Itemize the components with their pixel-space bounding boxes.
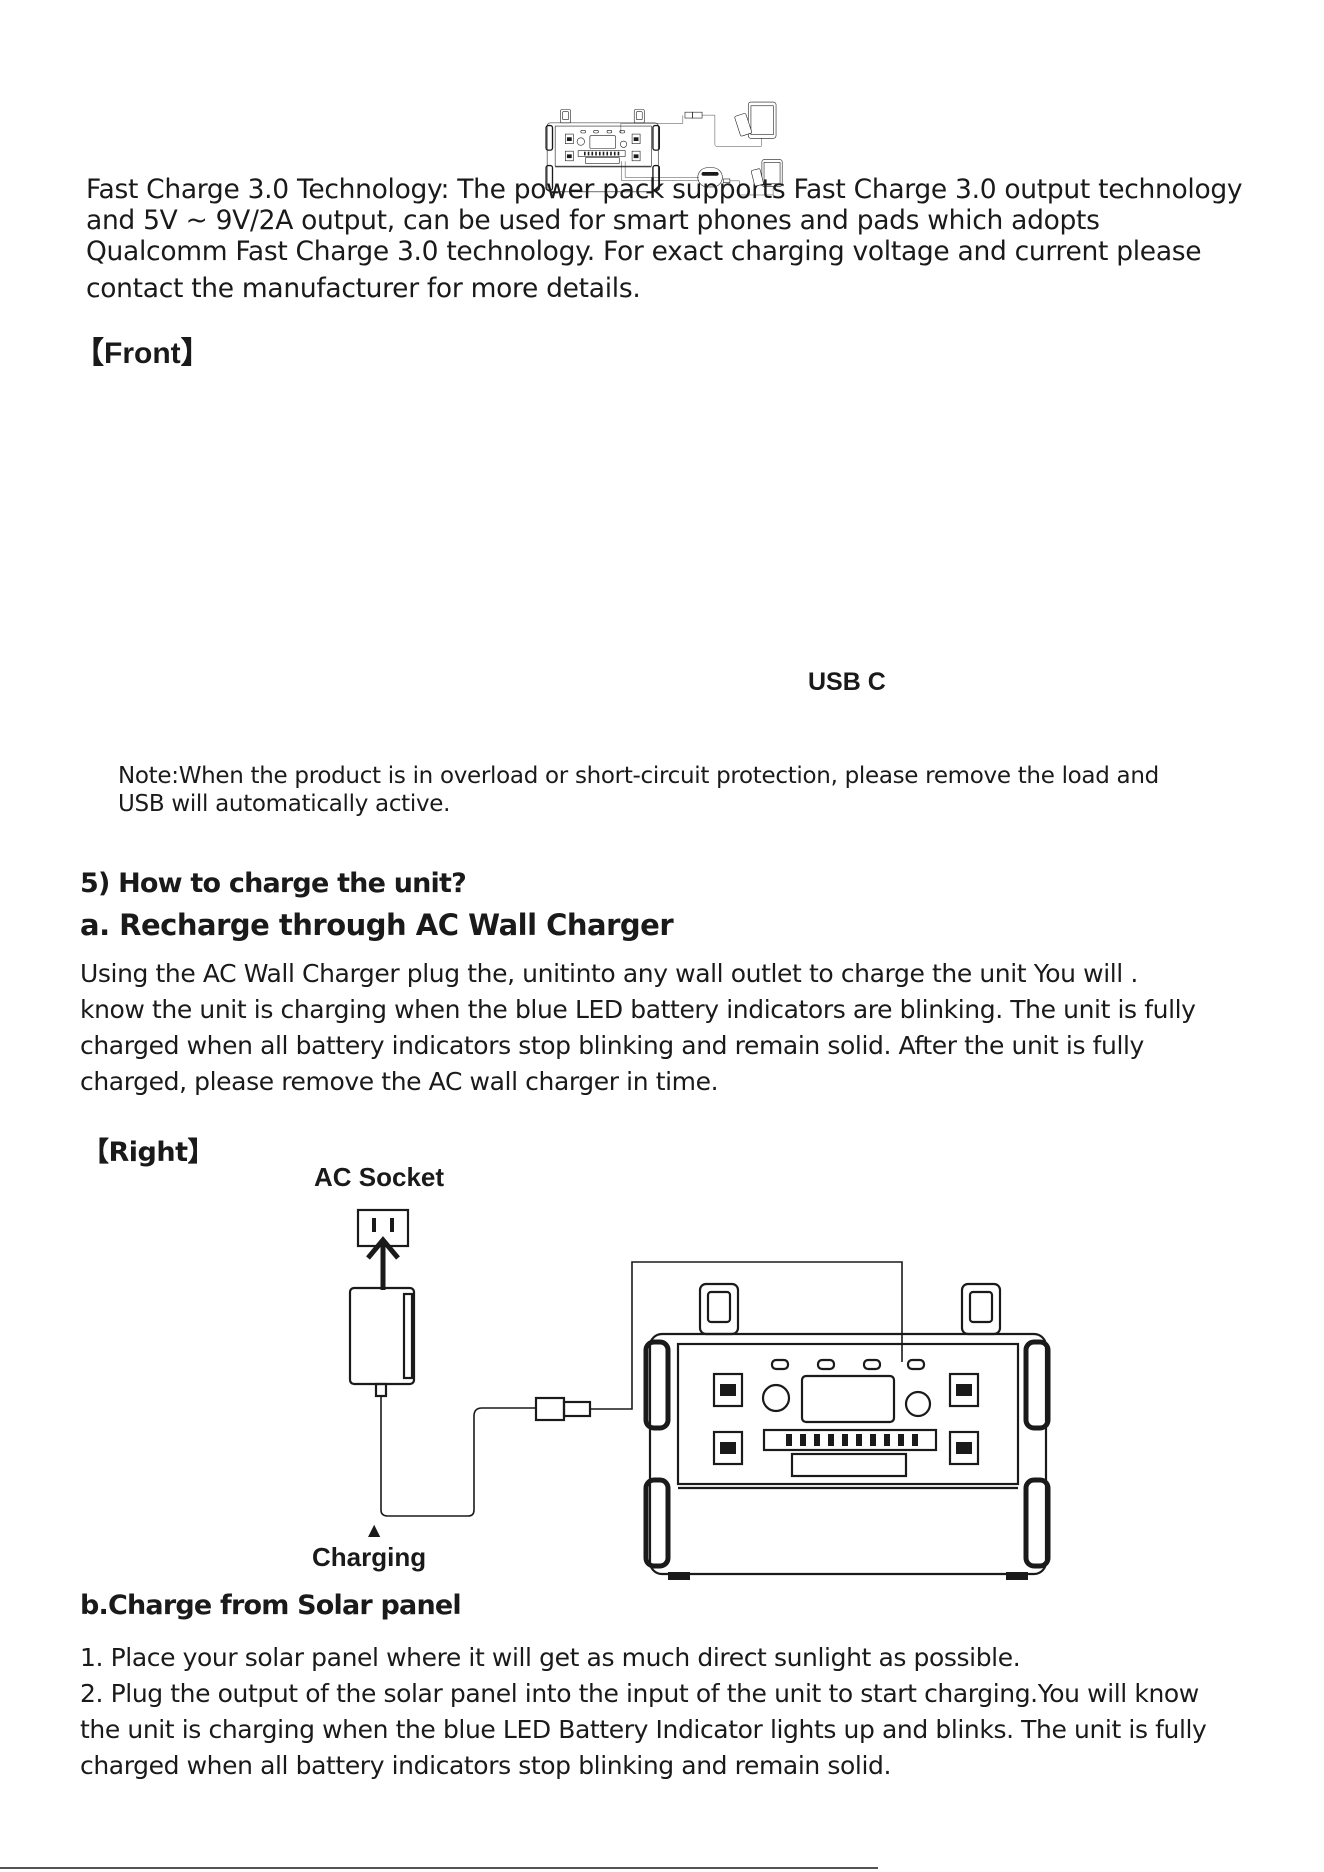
section5-heading: 5) How to charge the unit? <box>80 868 467 899</box>
fast-charge-line1: The power pack supports Fast Charge 3.0 … <box>449 174 1243 205</box>
front-ac-outlet-4 <box>631 150 641 162</box>
front-label: 【Front】 <box>74 337 211 370</box>
fast-charge-line3: Qualcomm Fast Charge 3.0 technology. For… <box>86 236 1202 267</box>
fast-charge-heading: Fast Charge 3.0 Technology: <box>86 174 450 205</box>
front-bumper-br <box>652 164 660 191</box>
right-label: 【Right】 <box>82 1137 215 1168</box>
note-line1: Note:When the product is in overload or … <box>118 763 1159 789</box>
tablet-bottom <box>761 159 783 187</box>
section5-sub-a: a. Recharge through AC Wall Charger <box>80 908 674 942</box>
ac-socket-label: AC Socket <box>314 1162 445 1192</box>
charging-arrow: ▲ <box>368 1520 381 1539</box>
phone-bottom <box>750 168 764 187</box>
usb-c-label: USB C <box>808 668 886 696</box>
front-usb-port-row <box>577 150 626 157</box>
section5-line-2: know the unit is charging when the blue … <box>80 995 1196 1024</box>
solar-line-2: 2. Plug the output of the solar panel in… <box>80 1679 1199 1708</box>
front-ac-outlet-1 <box>565 133 574 144</box>
solar-line-4: charged when all battery indicators stop… <box>80 1751 892 1780</box>
section5-line-3: charged when all battery indicators stop… <box>80 1031 1144 1060</box>
dc-plug <box>534 1396 566 1422</box>
note: Note:When the product is in overload or … <box>118 762 1159 818</box>
front-ac-outlet-2 <box>565 150 574 162</box>
solar-paragraph: 1. Place your solar panel where it will … <box>80 1640 1280 1784</box>
section5-paragraph: Using the AC Wall Charger plug the, unit… <box>80 956 1280 1100</box>
front-diagram <box>545 101 783 196</box>
section5-line-1: Using the AC Wall Charger plug the, unit… <box>80 959 1138 988</box>
note-line2: USB will automatically active. <box>118 791 451 817</box>
fast-charge-line2: and 5V ~ 9V/2A output, can be used for s… <box>86 205 1100 236</box>
solar-line-1: 1. Place your solar panel where it will … <box>80 1643 1021 1672</box>
front-display-screen <box>589 135 616 149</box>
solar-heading: b.Charge from Solar panel <box>80 1590 462 1621</box>
fast-charge-line4: contact the manufacturer for more detail… <box>86 273 641 304</box>
phone-top <box>734 113 752 137</box>
tablet-top <box>747 101 777 139</box>
front-bumper-bl <box>545 164 554 191</box>
fast-charge-paragraph: Fast Charge 3.0 Technology: The power pa… <box>86 174 1286 304</box>
section5-line-4: charged, please remove the AC wall charg… <box>80 1067 719 1096</box>
front-unit-body <box>546 122 659 193</box>
front-bumper-tl <box>545 124 554 151</box>
solar-line-3: the unit is charging when the blue LED B… <box>80 1715 1207 1744</box>
usb-c-badge <box>697 167 723 188</box>
right-unit-body <box>648 1332 1048 1576</box>
front-bumper-tr <box>652 124 660 151</box>
charging-label: Charging <box>312 1542 427 1572</box>
front-ac-outlet-3 <box>631 133 641 144</box>
